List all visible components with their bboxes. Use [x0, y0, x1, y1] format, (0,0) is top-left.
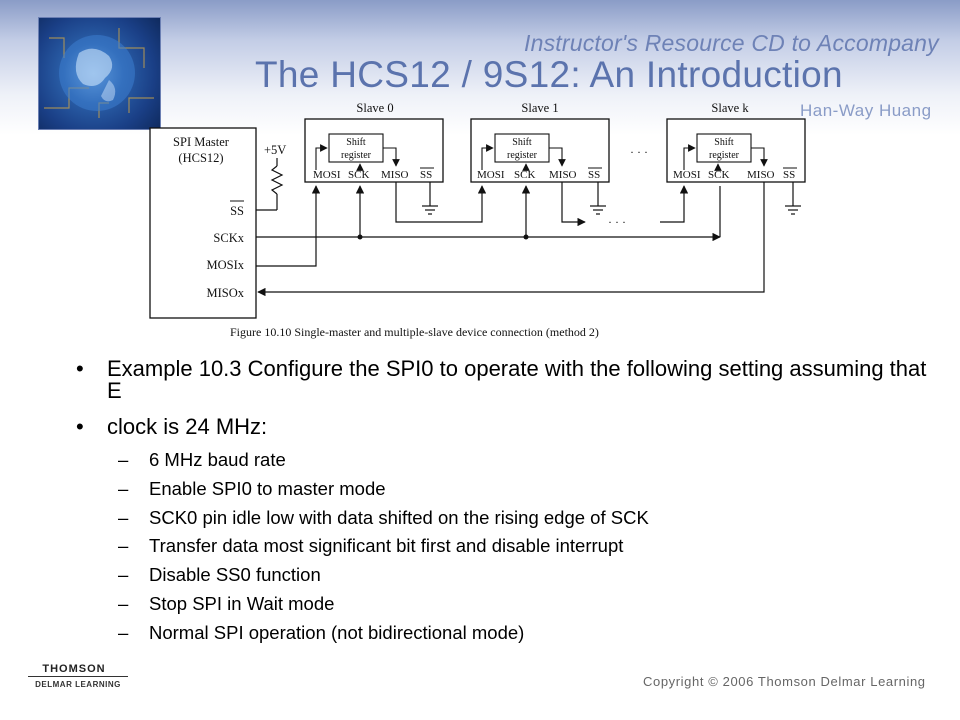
svg-text:SCK: SCK — [708, 169, 729, 181]
master-label-line1: SPI Master — [173, 135, 230, 149]
mosi-line — [256, 185, 321, 267]
thomson-logo: THOMSON DELMAR LEARNING — [28, 663, 128, 695]
slave-k-block: Slave k Shift register MOSI SCK MISO SS — [666, 101, 806, 183]
svg-text:MISO: MISO — [381, 169, 409, 181]
book-title: The HCS12 / 9S12: An Introduction — [255, 54, 843, 95]
svg-text:MOSI: MOSI — [673, 169, 701, 181]
svg-text:SCK: SCK — [514, 169, 535, 181]
logo-divider — [28, 676, 128, 677]
svg-text:MISO: MISO — [747, 169, 775, 181]
svg-text:register: register — [709, 150, 740, 161]
daisy-line-prev-k — [660, 185, 689, 223]
sub-bullet-item: Disable SS0 function — [76, 565, 936, 586]
bullet-item: clock is 24 MHz: — [76, 416, 936, 439]
pullup-resistor — [270, 165, 284, 195]
svg-text:MOSI: MOSI — [313, 169, 341, 181]
sub-bullet-item: SCK0 pin idle low with data shifted on t… — [76, 507, 936, 528]
svg-text:MOSI: MOSI — [477, 169, 505, 181]
bullet-list: Example 10.3 Configure the SPI0 to opera… — [76, 358, 936, 652]
figure-caption: Figure 10.10 Single-master and multiple-… — [230, 325, 599, 339]
sub-bullet-item: Enable SPI0 to master mode — [76, 478, 936, 499]
copyright-text: Copyright © 2006 Thomson Delmar Learning — [643, 674, 926, 689]
master-pin-sckx: SCKx — [213, 231, 244, 245]
sub-bullet-item: Normal SPI operation (not bidirectional … — [76, 622, 936, 643]
svg-text:SS: SS — [420, 169, 432, 181]
svg-text:MISO: MISO — [549, 169, 577, 181]
sub-bullet-item: Transfer data most significant bit first… — [76, 536, 936, 557]
master-pin-ss: SS — [230, 204, 244, 218]
daisy-line-1-next — [561, 182, 586, 227]
svg-text:register: register — [507, 150, 538, 161]
globe-logo-icon — [38, 17, 161, 130]
svg-text:register: register — [341, 150, 372, 161]
slave-0-title: Slave 0 — [356, 101, 393, 115]
svg-text:SS: SS — [588, 169, 600, 181]
slave-0-block: Slave 0 Shift register MOSI SCK MISO SS — [304, 101, 444, 183]
sub-bullet-item: Stop SPI in Wait mode — [76, 593, 936, 614]
svg-text:Shift: Shift — [714, 137, 734, 148]
master-pin-misox: MISOx — [206, 286, 244, 300]
sub-bullet-item: 6 MHz baud rate — [76, 450, 936, 471]
ellipsis-lower: · · · — [608, 215, 626, 229]
vcc-label: +5V — [264, 143, 286, 157]
slave-1-title: Slave 1 — [521, 101, 558, 115]
svg-text:Shift: Shift — [346, 137, 366, 148]
book-series-title: Instructor's Resource CD to Accompany — [524, 30, 939, 56]
miso-return-line — [257, 182, 765, 297]
bullet-item: Example 10.3 Configure the SPI0 to opera… — [76, 358, 936, 402]
master-label-line2: (HCS12) — [178, 151, 223, 165]
book-author: Han-Way Huang — [800, 101, 932, 120]
spi-master-block — [149, 127, 257, 319]
spi-connection-diagram: SPI Master (HCS12) SS SCKx MOSIx MISOx +… — [149, 101, 806, 339]
master-pin-mosix: MOSIx — [206, 258, 244, 272]
slave-k-title: Slave k — [711, 101, 749, 115]
slave-1-block: Slave 1 Shift register MOSI SCK MISO SS — [470, 101, 610, 183]
logo-line2: DELMAR LEARNING — [35, 680, 121, 689]
svg-text:SS: SS — [783, 169, 795, 181]
svg-text:Shift: Shift — [512, 137, 532, 148]
logo-line1: THOMSON — [42, 663, 106, 675]
svg-text:SCK: SCK — [348, 169, 369, 181]
ellipsis-upper: · · · — [630, 145, 648, 159]
daisy-line-0-1 — [395, 182, 487, 223]
